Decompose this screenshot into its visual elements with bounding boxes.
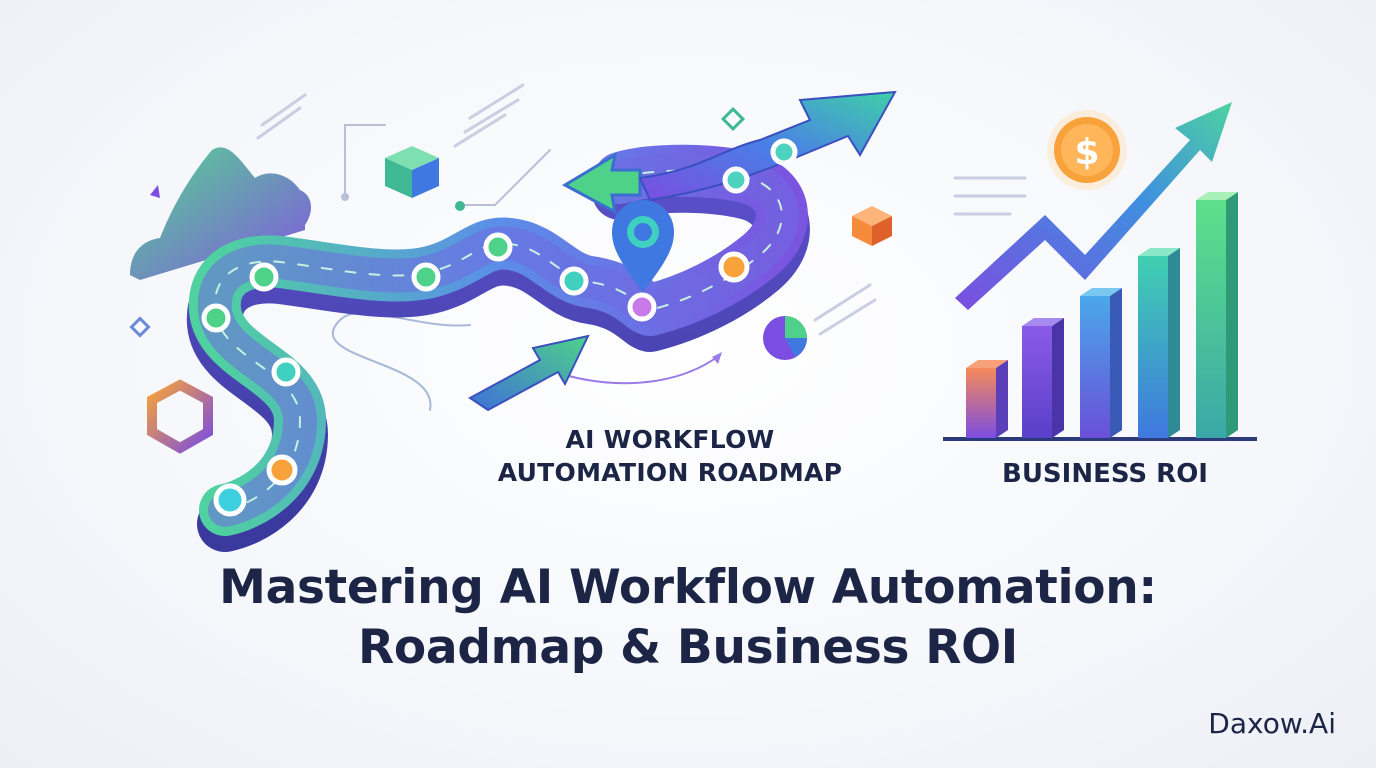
cube-icon <box>385 146 439 198</box>
big-arrow-icon <box>638 90 897 202</box>
pie-chart-icon <box>763 316 807 360</box>
roadmap-label: AI WORKFLOW AUTOMATION ROADMAP <box>470 423 870 489</box>
roadmap-label-line1: AI WORKFLOW <box>565 425 775 454</box>
location-pin-icon <box>612 200 674 292</box>
decorative-lines <box>256 83 1027 411</box>
title-line2: Roadmap & Business ROI <box>358 620 1018 675</box>
hexagon-icon <box>147 379 213 454</box>
dollar-coin-icon: $ <box>1047 110 1127 190</box>
trend-arrow-icon <box>955 102 1232 310</box>
bar-chart-icon <box>943 192 1257 441</box>
roi-label: BUSINESS ROI <box>1002 459 1208 489</box>
roadmap-label-line2: AUTOMATION ROADMAP <box>497 458 843 487</box>
dollar-symbol: $ <box>1074 132 1099 173</box>
road-arrowhead-icon <box>561 151 642 215</box>
bar-5 <box>1196 192 1238 438</box>
cloud-icon <box>130 147 312 280</box>
bar-4 <box>1138 248 1180 438</box>
road-nodes <box>201 138 798 517</box>
orange-cube-icon <box>852 206 892 246</box>
green-arrow-icon <box>468 334 590 412</box>
bar-3 <box>1080 288 1122 438</box>
brand-logo: Daxow.Ai <box>1208 707 1336 740</box>
bar-1 <box>966 360 1008 438</box>
page-title: Mastering AI Workflow Automation: Roadma… <box>0 558 1376 678</box>
title-line1: Mastering AI Workflow Automation: <box>219 560 1157 615</box>
bar-2 <box>1022 318 1064 438</box>
